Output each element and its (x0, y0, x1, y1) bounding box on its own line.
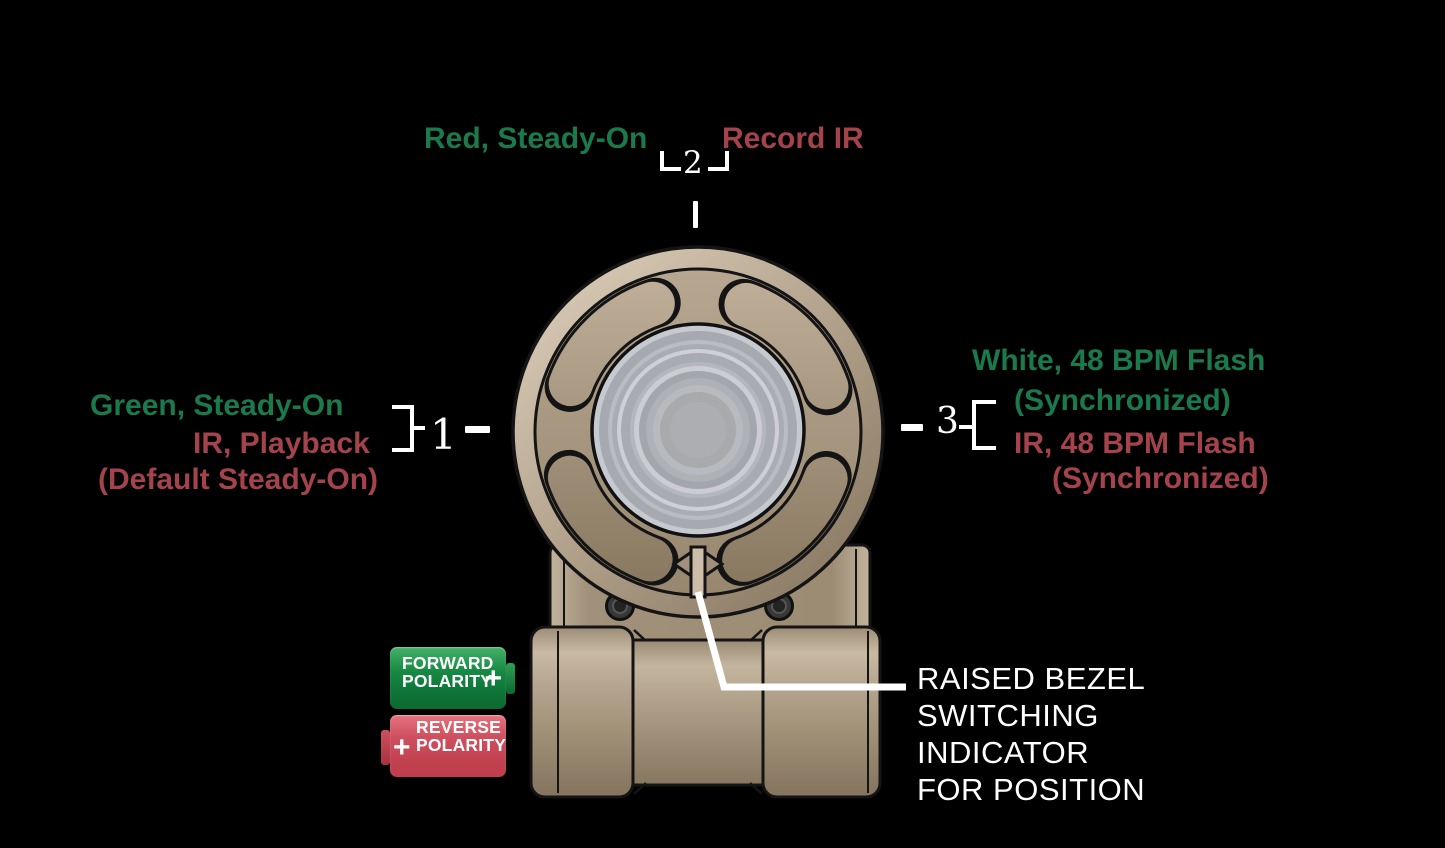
tube-right-cap (761, 625, 882, 799)
pos1-red-label-2: (Default Steady-On) (98, 463, 379, 496)
pos2-red-label: Record IR (722, 122, 864, 155)
reverse-polarity-battery-badge: REVERSE POLARITY + (381, 715, 506, 777)
pos3-dash-mark (901, 424, 923, 431)
bezel-callout-line-3: INDICATOR (917, 735, 1090, 770)
pos2-bracket-left (660, 151, 681, 171)
bezel-callout-line (694, 591, 906, 691)
polarity-word: POLARITY (402, 671, 493, 691)
pos3-red-label-2: (Synchronized) (1052, 462, 1269, 495)
battery-terminal-nub (506, 663, 515, 694)
pos1-green-label: Green, Steady-On (90, 389, 344, 422)
pos2-bracket-right (708, 151, 729, 171)
pos3-green-label-2: (Synchronized) (1014, 384, 1231, 417)
pos1-bracket (392, 405, 414, 452)
bezel-callout-line-2: SWITCHING (917, 698, 1099, 733)
pos3-number: 3 (936, 401, 959, 442)
pos3-bracket (972, 400, 996, 450)
tube-left-cap (529, 625, 635, 799)
pos1-red-label-1: IR, Playback (193, 427, 370, 460)
pos3-red-label-1: IR, 48 BPM Flash (1014, 427, 1256, 460)
lens (590, 322, 806, 538)
device-head (511, 245, 885, 619)
reverse-word: REVERSE (416, 717, 502, 737)
indicator-tab (689, 545, 707, 599)
pos3-green-label-1: White, 48 BPM Flash (972, 344, 1266, 377)
battery-tube (529, 625, 882, 799)
pos1-number: 1 (430, 410, 457, 459)
forward-word: FORWARD (402, 653, 494, 673)
tube-center (631, 638, 765, 787)
plus-sign-icon: + (484, 662, 502, 695)
bezel-callout-line-1: RAISED BEZEL (917, 661, 1146, 696)
forward-polarity-label: FORWARD POLARITY (402, 654, 494, 690)
bezel-callout-line-4: FOR POSITION (917, 772, 1146, 807)
pos2-green-label: Red, Steady-On (424, 122, 648, 155)
raised-bezel-indicator (671, 545, 725, 599)
pos2-number: 2 (683, 145, 703, 181)
battery-terminal-nub (381, 730, 390, 765)
plus-sign-icon: + (393, 731, 411, 764)
polarity-word: POLARITY (416, 735, 507, 755)
tube-chamfer-lines (633, 629, 763, 795)
forward-polarity-battery-badge: FORWARD POLARITY + (390, 647, 515, 709)
pos1-dash-mark (465, 426, 490, 433)
reverse-polarity-label: REVERSE POLARITY (416, 718, 506, 754)
pos2-tick-mark (693, 201, 698, 228)
